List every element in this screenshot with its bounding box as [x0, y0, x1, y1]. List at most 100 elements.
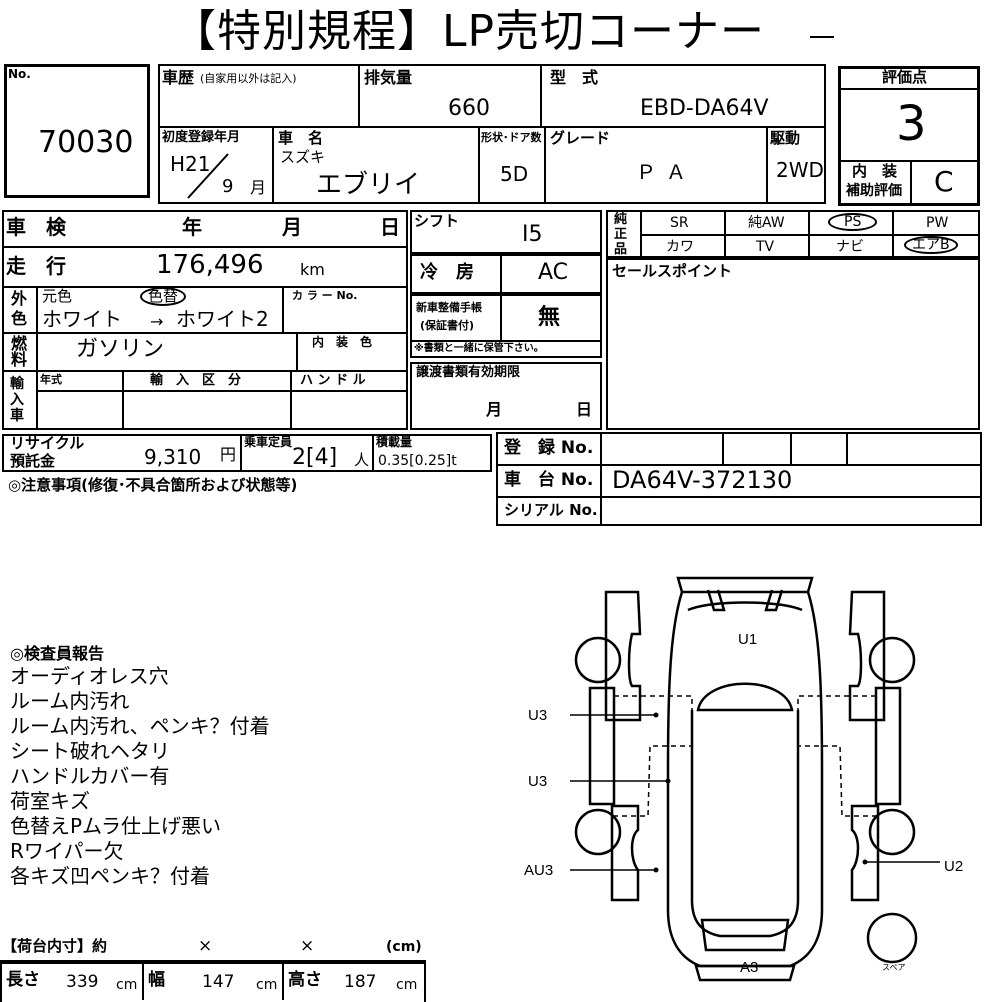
- manual-box: [410, 294, 602, 358]
- options-label: 純正品: [614, 212, 628, 257]
- rear-window: [700, 918, 790, 952]
- cargo-table: [0, 962, 426, 1002]
- shaken-year: 年: [182, 215, 202, 239]
- wheel-rear-left: [574, 808, 622, 856]
- ac-label: 冷 房: [420, 262, 474, 283]
- car-name-label: 車 名: [278, 129, 324, 147]
- import-year-label: 年式: [40, 373, 62, 386]
- cargo-height: 187: [344, 972, 377, 992]
- score-label: 評価点: [882, 68, 928, 86]
- repaint-label: 色替: [140, 287, 187, 306]
- color-to: ホワイト2: [176, 307, 269, 331]
- transfer-month: 月: [486, 400, 503, 419]
- color-label-1: 外: [11, 289, 28, 308]
- left-front-fender: [604, 590, 642, 722]
- windshield: [696, 682, 794, 712]
- mileage-unit: km: [300, 260, 325, 279]
- lot-number: 70030: [38, 125, 134, 160]
- front-bumper: [676, 576, 814, 594]
- cargo-height-label: 高さ: [288, 970, 322, 990]
- score-value: 3: [896, 96, 927, 152]
- chassis-value: DA64V-372130: [612, 466, 793, 494]
- inspector-line: シート破れヘタリ: [10, 739, 170, 763]
- manual-note: ※書類と一緒に保管下さい。: [414, 343, 544, 354]
- cargo-length: 339: [66, 972, 99, 992]
- fuel-label-1: 燃: [11, 334, 28, 353]
- mark-a3: A3: [740, 959, 758, 976]
- shaken-label: 車 検: [6, 215, 66, 239]
- doors-label: 形状･ドア数: [481, 131, 542, 144]
- mileage-label: 走 行: [6, 254, 66, 278]
- recycle-value: 9,310: [144, 445, 202, 469]
- color-code-label: カ ラ ー No.: [292, 289, 358, 302]
- import-handle-label: ハ ン ド ル: [300, 373, 366, 388]
- shift-value: I5: [522, 222, 543, 247]
- right-front-fender: [848, 590, 886, 722]
- inspector-line: 各キズ凹ペンキ？付着: [10, 864, 210, 888]
- vehicle-detail-grid: [2, 210, 408, 430]
- inspector-label: ◎検査員報告: [10, 644, 104, 663]
- capacity-label: 乗車定員: [244, 435, 293, 449]
- color-from: ホワイト: [42, 307, 122, 331]
- first-reg-month: 9: [222, 176, 234, 197]
- option-navi: ナビ: [836, 239, 864, 255]
- drive-label: 駆動: [770, 129, 801, 147]
- option-alloy-wheel: 純AW: [748, 215, 785, 231]
- rear-bumper: [694, 964, 796, 982]
- recycle-label-1: リサイクル: [10, 434, 85, 452]
- lot-box: [4, 64, 150, 198]
- fuel-label-2: 料: [11, 350, 28, 369]
- transfer-label: 譲渡書類有効期限: [416, 365, 521, 380]
- cargo-length-label: 長さ: [6, 970, 40, 990]
- transfer-box: [410, 362, 602, 430]
- inspector-line: 荷室キズ: [10, 789, 90, 813]
- mileage-value: 176,496: [156, 250, 264, 280]
- option-pw: PW: [926, 215, 949, 231]
- title-dash: [810, 36, 834, 38]
- spare-tire: [866, 912, 918, 964]
- shaken-month: 月: [282, 215, 302, 239]
- ac-value: AC: [538, 260, 569, 285]
- mark-u1: U1: [738, 631, 757, 648]
- door-outline-right: [797, 695, 876, 817]
- mirror-left: [706, 589, 726, 612]
- sales-point-label: セールスポイント: [612, 262, 733, 280]
- import-label: 輸入車: [10, 376, 24, 424]
- transfer-day: 日: [576, 400, 593, 419]
- shift-label: シフト: [414, 212, 460, 230]
- cargo-title: 【荷台内寸】約: [2, 937, 108, 955]
- recycle-unit: 円: [220, 445, 237, 464]
- wheel-rear-right: [868, 808, 916, 856]
- door-outline-left: [614, 695, 693, 817]
- shaken-day: 日: [380, 215, 400, 239]
- mirror-right: [764, 589, 784, 612]
- option-airbag: エアB: [904, 236, 958, 254]
- registration-label: 登 録 No.: [504, 438, 594, 458]
- ac-box: [410, 254, 602, 294]
- first-reg-month-unit: 月: [250, 178, 267, 197]
- color-label-2: 色: [11, 309, 28, 328]
- inspector-line: Rワイパー欠: [10, 839, 124, 863]
- score-box: [838, 66, 980, 206]
- page-title: 【特別規程】LP売切コーナー: [172, 6, 766, 57]
- interior-label-1: 内 装: [852, 162, 898, 180]
- sales-point-box: [606, 258, 980, 430]
- first-reg-label: 初度登録年月: [162, 130, 241, 145]
- spare-label: スペア: [882, 963, 905, 972]
- cargo-times-1: ×: [198, 936, 213, 956]
- wheel-front-left: [574, 636, 622, 684]
- interior-label-2: 補助評価: [846, 183, 902, 199]
- drive-value: 2WD: [776, 158, 824, 182]
- history-label: 車歴: [162, 68, 195, 87]
- registration-table: [496, 432, 982, 526]
- mark-u3-b: U3: [528, 773, 547, 790]
- cargo-cm: cm: [396, 977, 418, 993]
- cargo-unit: (cm): [386, 939, 422, 955]
- option-leather: カワ: [666, 239, 694, 255]
- left-side-panel: [588, 686, 616, 806]
- lot-no-label: No.: [8, 67, 31, 81]
- right-rear-panel: [850, 804, 880, 902]
- recycle-label-2: 預託金: [10, 452, 56, 470]
- interior-score-value: C: [934, 165, 954, 198]
- manual-label-2: (保証書付): [420, 319, 475, 332]
